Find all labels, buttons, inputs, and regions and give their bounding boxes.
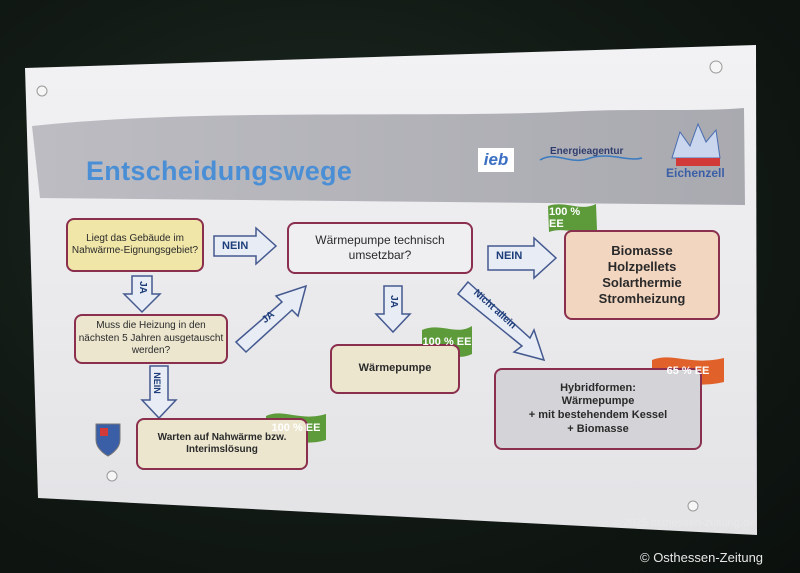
question-nahwaerme-gebiet-text: Liegt das Gebäude im Nahwärme-Eignungsge… (71, 232, 199, 257)
eichenzell-logo-graphic (671, 122, 721, 166)
page-title: Entscheidungswege (86, 156, 353, 186)
result-biomasse: Biomasse Holzpellets Solarthermie Stromh… (564, 230, 720, 320)
question-heizung-austausch-text: Muss die Heizung in den nächsten 5 Jahre… (78, 320, 224, 357)
arrow-nein-2 (140, 365, 178, 420)
arrow-ja-1 (122, 275, 162, 314)
badge-ee-hybrid: 65 % EE (666, 365, 710, 377)
badge-ee-warten: 100 % EE (271, 422, 321, 434)
result-hybridformen-line-4: + Biomasse (567, 422, 629, 435)
energieagentur-logo: Energieagentur (550, 146, 624, 157)
crest-icon (95, 423, 121, 457)
arrow-label-nein-2: NEIN (151, 372, 162, 394)
badge-ee-biomasse: 100 % EE (549, 206, 581, 230)
question-waermepumpe-umsetzbar: Wärmepumpe technisch umsetzbar? (287, 222, 473, 274)
watermark-text: © 2025 osthessen-zeitung.de (612, 517, 756, 529)
result-hybridformen-line-2: Wärmepumpe (561, 395, 635, 408)
question-heizung-austausch: Muss die Heizung in den nächsten 5 Jahre… (74, 314, 228, 364)
result-biomasse-line-4: Stromheizung (598, 291, 686, 307)
question-waermepumpe-umsetzbar-text: Wärmepumpe technisch umsetzbar? (315, 233, 445, 262)
result-hybridformen: Hybridformen: Wärmepumpe + mit bestehend… (494, 368, 702, 450)
result-biomasse-line-3: Solarthermie (602, 275, 682, 290)
arrow-label-nein-3: NEIN (496, 250, 523, 262)
result-warten-nahwaerme-text: Warten auf Nahwärme bzw. Interimslösung (157, 431, 287, 456)
result-waermepumpe: Wärmepumpe (330, 344, 460, 394)
pin-top-right (709, 60, 723, 74)
arrow-nicht-allein (456, 280, 546, 362)
pin-bottom-left (106, 470, 118, 482)
energieagentur-swoosh (539, 155, 643, 162)
arrow-nein-1 (213, 226, 278, 266)
eichenzell-logo: Eichenzell (666, 166, 725, 180)
result-biomasse-line-1: Biomasse (611, 242, 673, 258)
badge-ee-waermepumpe: 100 % EE (422, 336, 472, 348)
result-warten-nahwaerme: Warten auf Nahwärme bzw. Interimslösung (136, 418, 308, 470)
arrow-ja-3 (374, 285, 412, 334)
ieb-logo: ieb (478, 148, 514, 172)
arrow-label-ja-1: JA (136, 281, 148, 294)
arrow-nein-3 (487, 236, 558, 280)
arrow-ja-2 (234, 284, 308, 354)
result-hybridformen-line-1: Hybridformen: (560, 381, 636, 394)
pin-top-left (36, 85, 48, 97)
result-hybridformen-line-3: + mit bestehendem Kessel (528, 409, 668, 421)
header-band (32, 108, 745, 205)
copyright-text: © Osthessen-Zeitung (640, 550, 764, 565)
arrow-label-nein-1: NEIN (222, 240, 249, 252)
badge-shape-biomasse (548, 204, 597, 233)
arrow-label-ja-3: JA (387, 295, 399, 308)
result-biomasse-line-2: Holzpellets (607, 258, 677, 274)
question-nahwaerme-gebiet: Liegt das Gebäude im Nahwärme-Eignungsge… (66, 218, 204, 272)
pin-bottom-right (687, 500, 699, 512)
result-waermepumpe-text: Wärmepumpe (358, 362, 432, 375)
